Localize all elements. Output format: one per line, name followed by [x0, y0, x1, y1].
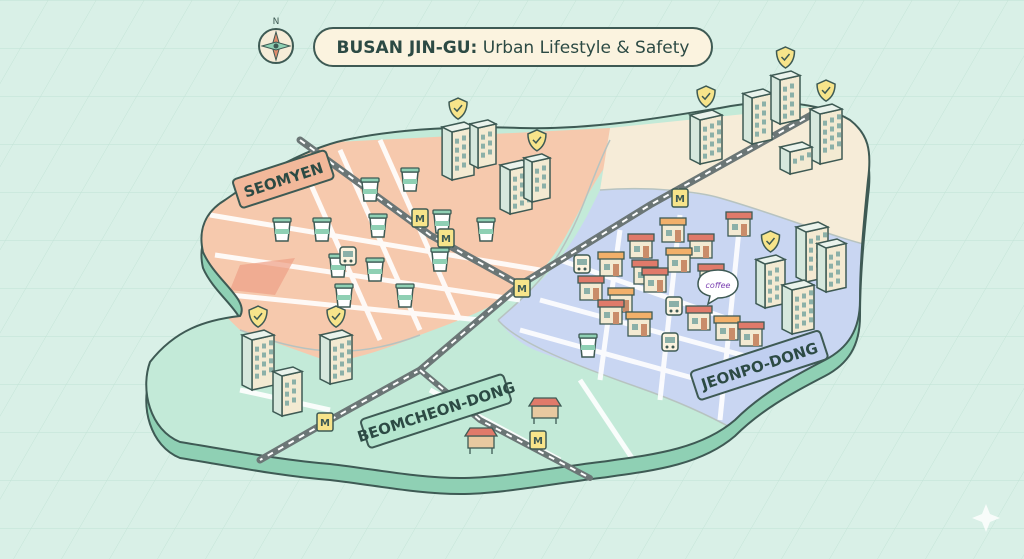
cafe-shop-icon: [577, 275, 605, 301]
metro-station-icon: M: [437, 228, 455, 248]
metro-station-icon: M: [529, 430, 547, 450]
safety-shield-icon: [448, 97, 468, 120]
metro-layer: M M M M M M: [316, 188, 689, 450]
metro-station-icon: M: [411, 208, 429, 228]
svg-text:M: M: [533, 436, 543, 447]
cafe-shop-icon: [713, 315, 741, 341]
compass-north-label: N: [273, 17, 280, 27]
land-outline: [145, 101, 871, 480]
sparkle-icon: [972, 504, 1000, 532]
cafe-shop-icon: [597, 299, 625, 325]
coffee-cup-icon: [360, 177, 380, 202]
cafe-shop-icon: [597, 251, 625, 277]
office-building-icon: [753, 254, 788, 310]
office-building-icon: [317, 329, 355, 386]
cafe-shop-icon: [641, 267, 669, 293]
coffee-cup-icon: [432, 209, 452, 234]
office-building-icon: [521, 153, 553, 204]
metro-station-icon: M: [513, 278, 531, 298]
compass-rose-icon: [258, 28, 294, 64]
coffee-cup-icon: [368, 213, 388, 238]
safety-shield-icon: [775, 46, 796, 69]
svg-text:coffee: coffee: [706, 281, 731, 290]
office-building-icon: [439, 121, 477, 182]
cafe-shop-icon: [737, 321, 765, 347]
safety-shield-icon: [696, 85, 716, 108]
cafe-shop-icon: [627, 233, 655, 259]
buildings-layer: [239, 46, 849, 418]
office-building-icon: [467, 119, 499, 170]
svg-text:M: M: [441, 234, 451, 245]
svg-text:M: M: [517, 284, 527, 295]
park-patch: [230, 258, 295, 295]
office-building-icon: [814, 238, 849, 294]
title-banner: BUSAN JIN-GU: Urban Lifestyle & Safety: [313, 27, 713, 67]
cafe-shop-icon: [625, 311, 653, 337]
coffee-cup-icon: [334, 283, 354, 308]
safety-shield-icon: [760, 230, 781, 253]
bus-layer: [339, 246, 683, 352]
safety-shield-icon: [816, 79, 836, 102]
bus-stop-icon: [665, 296, 683, 316]
safety-shield-icon: [248, 305, 268, 328]
office-building-icon: [740, 88, 775, 146]
office-building-icon: [779, 279, 817, 336]
shops-layer: [463, 211, 765, 454]
coffee-cup-icon: [400, 167, 420, 192]
cafe-shop-icon: [725, 211, 753, 237]
bus-stop-icon: [339, 246, 357, 266]
svg-text:M: M: [675, 194, 685, 205]
cafe-shop-icon: [665, 247, 693, 273]
coffee-cup-icon: [476, 217, 496, 242]
cafe-shop-icon: [659, 217, 687, 243]
coffee-cup-icon: [578, 333, 598, 358]
coffee-cup-icon: [365, 257, 385, 282]
safety-shield-icon: [326, 305, 346, 328]
coffee-cup-icon: [430, 247, 450, 272]
bus-stop-icon: [661, 332, 679, 352]
svg-text:M: M: [415, 214, 425, 225]
coffee-cup-icon: [272, 217, 292, 242]
coffee-cup-icon: [312, 217, 332, 242]
svg-text:M: M: [320, 418, 330, 429]
coffee-speech-bubble: coffee: [697, 269, 739, 306]
office-building-icon: [239, 329, 277, 392]
office-building-icon: [270, 366, 305, 418]
metro-station-icon: M: [671, 188, 689, 208]
office-building-icon: [777, 141, 815, 176]
coffee-cup-icon: [395, 283, 415, 308]
safety-shield-icon: [527, 129, 547, 152]
coffee-layer: [272, 167, 598, 358]
office-building-icon: [807, 103, 845, 166]
market-stall-icon: [463, 427, 499, 454]
office-building-icon: [768, 70, 803, 126]
office-building-icon: [687, 109, 725, 166]
map-title: BUSAN JIN-GU: Urban Lifestyle & Safety: [337, 38, 690, 58]
metro-station-icon: M: [316, 412, 334, 432]
market-stall-icon: [527, 397, 563, 424]
bus-stop-icon: [573, 254, 591, 274]
cafe-shop-icon: [685, 305, 713, 331]
